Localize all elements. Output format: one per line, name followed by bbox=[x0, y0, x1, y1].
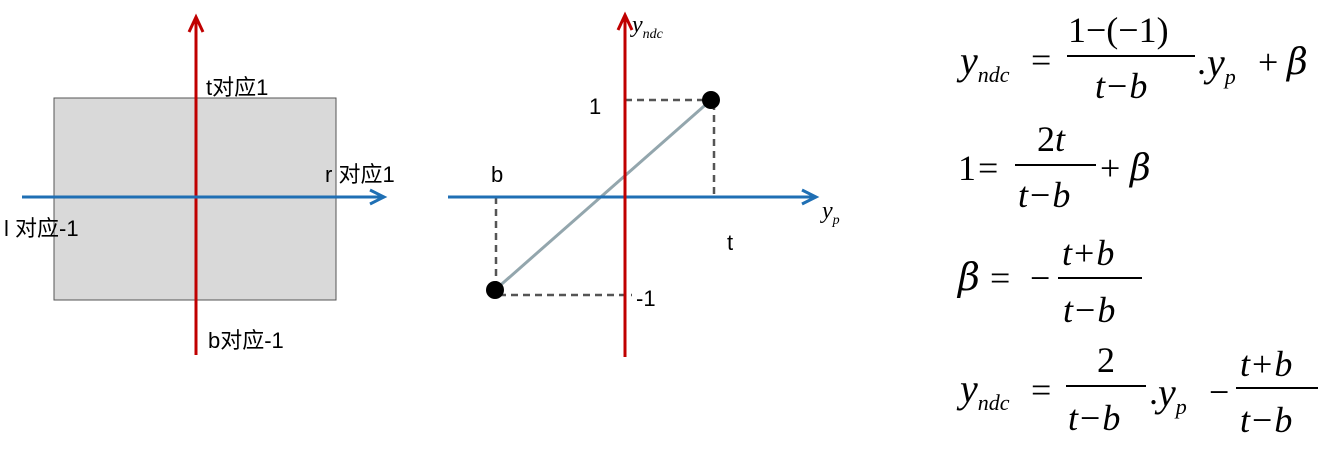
svg-text:t−b: t−b bbox=[1240, 400, 1292, 440]
left-vertical-arrowhead bbox=[187, 13, 205, 33]
equation-1: yndc = 1−(−1) t−b . yp + β bbox=[956, 10, 1308, 106]
equation-2: 1 = 2t t−b + β bbox=[958, 119, 1151, 215]
svg-text:t−b: t−b bbox=[1063, 290, 1115, 330]
svg-text:β: β bbox=[956, 255, 980, 299]
svg-text:=: = bbox=[990, 258, 1010, 298]
middle-vertical-arrowhead bbox=[616, 11, 634, 31]
svg-text:2t: 2t bbox=[1037, 119, 1066, 159]
svg-text:t−b: t−b bbox=[1095, 66, 1147, 106]
middle-figure: yndc yp 1 -1 b t bbox=[448, 11, 840, 357]
svg-text:t+b: t+b bbox=[1240, 344, 1292, 384]
right-label: r 对应1 bbox=[325, 162, 395, 187]
svg-text:=: = bbox=[978, 148, 998, 188]
svg-text:.: . bbox=[1197, 42, 1206, 82]
equations: yndc = 1−(−1) t−b . yp + β 1 = 2t t−b + … bbox=[956, 10, 1318, 440]
svg-text:t+b: t+b bbox=[1062, 233, 1114, 273]
tick-b: b bbox=[491, 162, 503, 187]
svg-text:=: = bbox=[1031, 40, 1051, 80]
svg-text:t−b: t−b bbox=[1018, 175, 1070, 215]
svg-text:+: + bbox=[1100, 148, 1120, 188]
middle-horizontal-arrowhead bbox=[801, 188, 820, 206]
bottom-label: b对应-1 bbox=[208, 328, 284, 353]
equation-3: β = − t+b t−b bbox=[956, 233, 1142, 330]
svg-text:t−b: t−b bbox=[1068, 398, 1120, 438]
equation-4: yndc = 2 t−b . yp − t+b t−b bbox=[956, 340, 1318, 440]
svg-text:yndc: yndc bbox=[956, 38, 1010, 87]
tick-1: 1 bbox=[589, 94, 601, 119]
svg-text:β: β bbox=[1285, 42, 1308, 83]
mapping-line bbox=[494, 98, 712, 292]
svg-text:2: 2 bbox=[1097, 340, 1115, 380]
svg-text:yndc: yndc bbox=[956, 366, 1010, 415]
svg-text:−: − bbox=[1030, 258, 1050, 298]
point-bottom bbox=[486, 281, 504, 299]
tick-t: t bbox=[727, 230, 733, 255]
tick-neg1: -1 bbox=[636, 286, 656, 311]
left-horizontal-arrowhead bbox=[369, 188, 388, 206]
svg-text:yp: yp bbox=[1203, 40, 1236, 89]
left-label: l 对应-1 bbox=[4, 216, 79, 241]
svg-text:yp: yp bbox=[1154, 370, 1187, 419]
svg-text:1−(−1): 1−(−1) bbox=[1068, 10, 1169, 50]
y-ndc-axis-label: yndc bbox=[630, 12, 664, 42]
svg-text:−: − bbox=[1209, 372, 1229, 412]
top-label: t对应1 bbox=[206, 75, 268, 100]
svg-text:β: β bbox=[1128, 148, 1151, 189]
point-top bbox=[702, 91, 720, 109]
svg-text:+: + bbox=[1258, 42, 1278, 82]
y-p-axis-label: yp bbox=[820, 198, 840, 228]
left-figure: t对应1 r 对应1 l 对应-1 b对应-1 bbox=[4, 13, 395, 355]
svg-text:=: = bbox=[1031, 370, 1051, 410]
svg-text:.: . bbox=[1149, 372, 1158, 412]
svg-text:1: 1 bbox=[958, 148, 976, 188]
